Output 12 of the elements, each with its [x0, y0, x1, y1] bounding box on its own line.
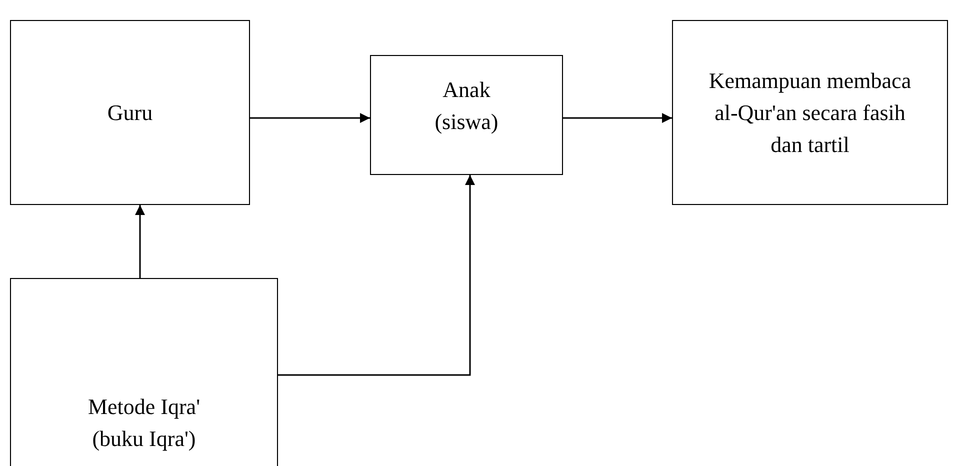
arrow — [563, 113, 672, 123]
node-label: Guru — [107, 98, 153, 126]
arrow — [278, 175, 475, 376]
process-box — [10, 278, 278, 466]
arrow — [250, 113, 370, 123]
arrow — [135, 205, 145, 278]
node-label: Kemampuan membaca al-Qur'an secara fasih dan tartil — [708, 66, 912, 158]
process-box — [672, 20, 948, 205]
node-label: Anak (siswa) — [434, 76, 500, 136]
node-label: Metode Iqra' (buku Iqra') — [86, 393, 202, 453]
process-box — [10, 20, 250, 205]
process-box — [370, 55, 563, 175]
